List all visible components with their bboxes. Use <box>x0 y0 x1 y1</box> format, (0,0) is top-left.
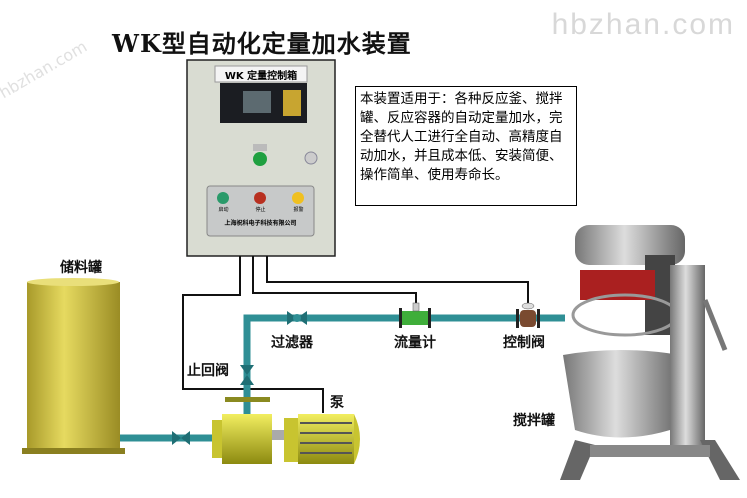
cabinet-nameplate: WK 定量控制箱 <box>224 71 298 82</box>
mixer <box>560 225 740 480</box>
pump-label: 泵 <box>330 395 344 411</box>
check-valve-label: 止回阀 <box>187 363 229 379</box>
control-valve-label: 控制阀 <box>503 335 545 351</box>
signal-wires <box>182 256 529 413</box>
start-button-label: 启动 <box>218 207 229 213</box>
flowmeter <box>399 302 431 328</box>
description-box: 本装置适用于：各种反应釜、搅拌罐、反应容器的自动定量加水，完全替代人工进行全自动… <box>355 86 577 206</box>
filter <box>287 311 307 325</box>
control-cabinet <box>186 59 336 257</box>
pump <box>212 397 360 464</box>
watermark: hbzhan.com <box>551 8 735 41</box>
tank-label: 储料罐 <box>60 260 102 276</box>
company-plate: 上海祝科电子科技有限公司 <box>224 220 297 227</box>
alarm-button-label: 报警 <box>293 207 304 213</box>
filter-label: 过滤器 <box>271 335 313 351</box>
check-valve <box>240 365 254 385</box>
control-valve <box>516 302 540 328</box>
stop-button-label: 停止 <box>255 207 266 213</box>
storage-tank <box>22 278 125 454</box>
mixer-label: 搅拌罐 <box>513 413 555 429</box>
flowmeter-label: 流量计 <box>394 335 436 351</box>
inlet-valve <box>172 431 190 445</box>
page-title: WK型自动化定量加水装置 <box>112 29 412 58</box>
